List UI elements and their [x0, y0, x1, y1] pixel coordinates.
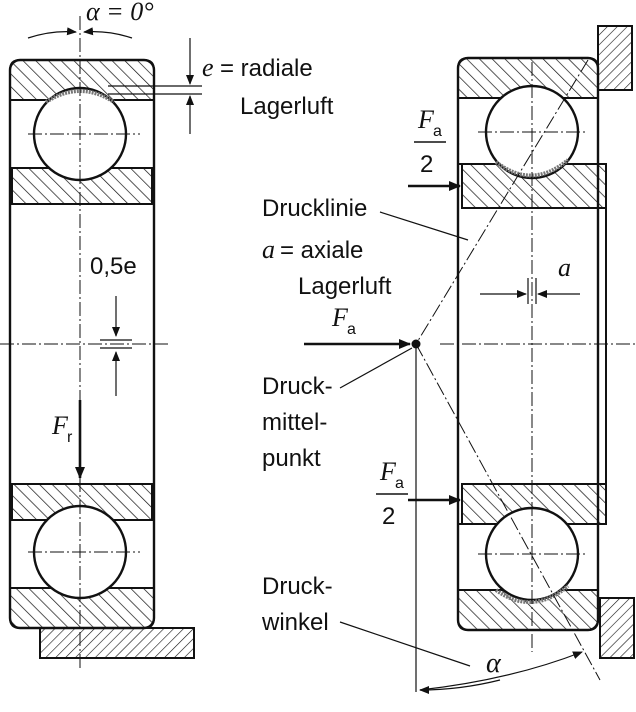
- fr-label: F: [51, 411, 69, 440]
- left-housing-block: [39, 627, 195, 659]
- a-gap-label: a: [558, 253, 571, 282]
- labels: α = 0° e = radiale Lagerluft 0,5e F r F …: [51, 0, 571, 679]
- leader-drucklinie: [379, 211, 469, 241]
- lagerluft-radial: Lagerluft: [240, 93, 334, 120]
- fa-bottom-denominator: 2: [382, 503, 395, 530]
- pressure-line-upper: [415, 59, 589, 345]
- drucklinie-label: Drucklinie: [262, 195, 367, 222]
- druckwinkel-1: Druck-: [262, 573, 333, 600]
- e-text: = radiale: [220, 55, 313, 82]
- fa-top-numerator: F: [417, 105, 435, 134]
- half-e-label: 0,5e: [90, 253, 137, 280]
- e-symbol: e: [202, 53, 214, 82]
- fa-bottom-numerator: F: [379, 457, 397, 486]
- right-bearing: [304, 25, 636, 694]
- alpha-angle-arc-left: [419, 679, 501, 694]
- lagerluft-axial: Lagerluft: [298, 273, 392, 300]
- alpha-label: α: [486, 648, 502, 679]
- fa-label: F: [331, 303, 349, 332]
- druckwinkel-2: winkel: [261, 609, 329, 636]
- fr-subscript: r: [67, 429, 73, 446]
- a-symbol: a: [262, 235, 275, 264]
- left-bearing: [0, 16, 202, 668]
- leader-druckwinkel: [339, 621, 471, 667]
- druckmittelpunkt-2: mittel-: [262, 409, 327, 436]
- alpha-angle-arc: [419, 651, 583, 691]
- right-bottom-contact: [494, 584, 570, 604]
- fa-bottom-subscript: a: [395, 475, 404, 492]
- alpha-zero-label: α = 0°: [86, 0, 154, 26]
- fa-top-denominator: 2: [420, 151, 433, 178]
- fa-top-subscript: a: [433, 123, 442, 140]
- druckmittelpunkt-3: punkt: [262, 445, 321, 472]
- left-top-outer-ring: [9, 59, 155, 101]
- alpha-zero-arrow-left: [27, 27, 77, 39]
- right-top-housing: [597, 25, 633, 91]
- druckmittelpunkt-1: Druck-: [262, 373, 333, 400]
- fa-subscript: a: [347, 321, 356, 338]
- alpha-zero-arrow-right: [83, 27, 133, 39]
- right-bottom-outer-ring: [457, 589, 599, 631]
- pressure-line-lower: [415, 343, 601, 681]
- leader-druckmittelpunkt: [339, 347, 413, 389]
- a-text: = axiale: [280, 237, 363, 264]
- right-bottom-housing: [599, 597, 635, 659]
